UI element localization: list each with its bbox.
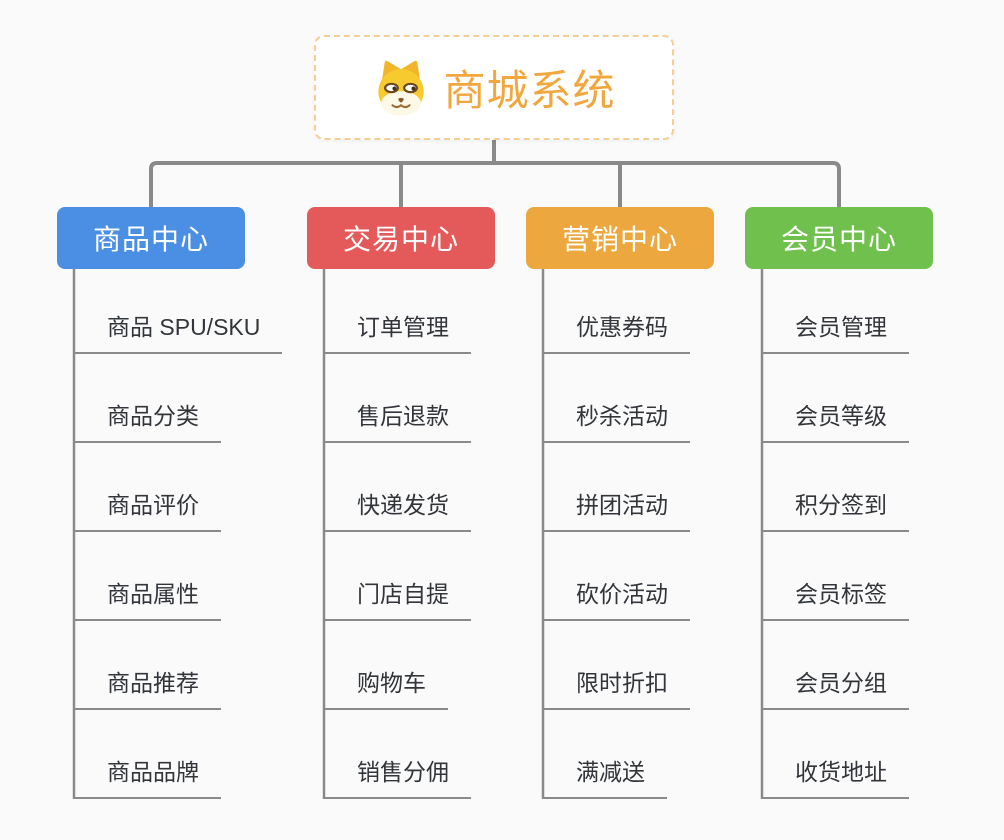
- child-node-label: 拼团活动: [576, 492, 668, 518]
- child-node[interactable]: 拼团活动: [542, 490, 690, 532]
- child-node[interactable]: 售后退款: [323, 401, 471, 443]
- child-node[interactable]: 商品属性: [73, 579, 221, 621]
- branch-node-2[interactable]: 营销中心: [526, 207, 714, 269]
- child-node[interactable]: 购物车: [323, 668, 448, 710]
- child-node[interactable]: 商品评价: [73, 490, 221, 532]
- child-node-label: 会员标签: [795, 581, 887, 607]
- child-node[interactable]: 砍价活动: [542, 579, 690, 621]
- child-node-label: 会员等级: [795, 403, 887, 429]
- child-node[interactable]: 快递发货: [323, 490, 471, 532]
- child-node-label: 商品品牌: [107, 759, 199, 785]
- child-node-label: 会员管理: [795, 314, 887, 340]
- child-node-label: 商品推荐: [107, 670, 199, 696]
- child-node[interactable]: 会员管理: [761, 312, 909, 354]
- child-node-label: 售后退款: [357, 403, 449, 429]
- child-node-label: 商品分类: [107, 403, 199, 429]
- child-node[interactable]: 会员标签: [761, 579, 909, 621]
- child-node-label: 商品评价: [107, 492, 199, 518]
- child-node-label: 限时折扣: [576, 670, 668, 696]
- child-node[interactable]: 商品 SPU/SKU: [73, 312, 283, 354]
- child-node-label: 商品 SPU/SKU: [107, 314, 261, 340]
- child-node[interactable]: 积分签到: [761, 490, 909, 532]
- branch-node-label: 营销中心: [561, 224, 678, 255]
- child-node-label: 收货地址: [795, 759, 887, 785]
- child-node-label: 商品属性: [107, 581, 199, 607]
- branch-node-label: 交易中心: [342, 224, 459, 255]
- root-node[interactable]: 商城系统: [314, 35, 674, 140]
- branch-node-label: 商品中心: [92, 224, 209, 255]
- child-node-label: 订单管理: [357, 314, 449, 340]
- root-node-label: 商城系统: [443, 67, 616, 114]
- child-node-label: 销售分佣: [357, 759, 449, 785]
- child-node[interactable]: 限时折扣: [542, 668, 690, 710]
- child-node[interactable]: 优惠券码: [542, 312, 690, 354]
- child-node[interactable]: 满减送: [542, 757, 667, 799]
- child-node[interactable]: 销售分佣: [323, 757, 471, 799]
- branch-node-label: 会员中心: [780, 224, 897, 255]
- child-node-label: 快递发货: [357, 492, 449, 518]
- child-node-label: 门店自提: [357, 581, 449, 607]
- child-node[interactable]: 收货地址: [761, 757, 909, 799]
- child-node[interactable]: 秒杀活动: [542, 401, 690, 443]
- branch-node-1[interactable]: 交易中心: [307, 207, 495, 269]
- child-node-label: 秒杀活动: [576, 403, 668, 429]
- child-node-label: 优惠券码: [576, 314, 668, 340]
- child-node-label: 购物车: [357, 670, 426, 696]
- child-node[interactable]: 商品推荐: [73, 668, 221, 710]
- child-node-label: 满减送: [576, 759, 645, 785]
- child-node[interactable]: 会员分组: [761, 668, 909, 710]
- child-node-label: 砍价活动: [576, 581, 668, 607]
- child-node-label: 会员分组: [795, 670, 887, 696]
- branch-node-3[interactable]: 会员中心: [745, 207, 933, 269]
- child-node-label: 积分签到: [795, 492, 887, 518]
- child-node[interactable]: 商品分类: [73, 401, 221, 443]
- child-node[interactable]: 会员等级: [761, 401, 909, 443]
- child-node[interactable]: 门店自提: [323, 579, 471, 621]
- branch-node-0[interactable]: 商品中心: [57, 207, 245, 269]
- child-node[interactable]: 商品品牌: [73, 757, 221, 799]
- child-node[interactable]: 订单管理: [323, 312, 471, 354]
- doge-icon: [378, 60, 425, 116]
